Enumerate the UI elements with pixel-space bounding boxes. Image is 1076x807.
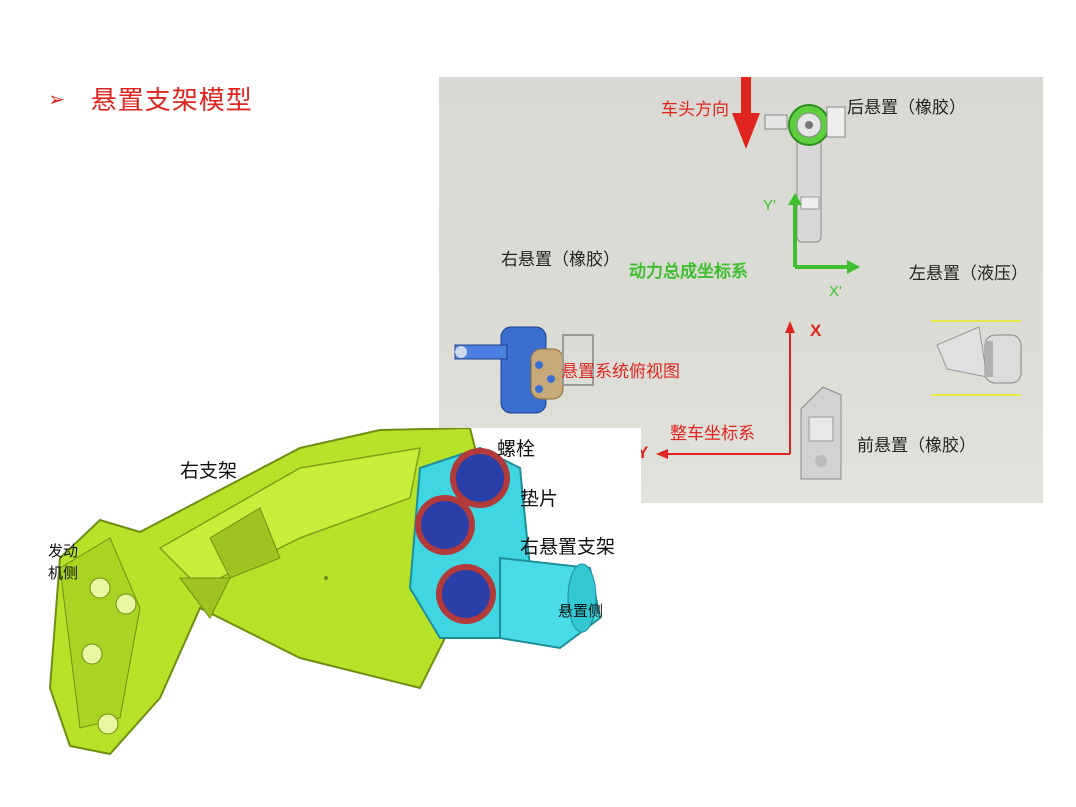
right-mount-bracket-model: 螺栓 右支架 垫片 右悬置支架 发动 机侧 悬置侧 bbox=[0, 428, 641, 807]
rear-mount-part bbox=[764, 104, 846, 243]
y-prime-label: Y' bbox=[763, 197, 776, 214]
rear-mount-label: 后悬置（橡胶） bbox=[847, 98, 966, 118]
vehicle-front-label: 车头方向 bbox=[661, 100, 729, 120]
right-mount-label: 右悬置（橡胶） bbox=[501, 250, 620, 270]
slide-title: 悬置支架模型 bbox=[90, 86, 253, 116]
engine-side-label-line1: 发动 bbox=[48, 543, 79, 560]
bullet-arrow-icon: ➢ bbox=[48, 86, 65, 111]
powertrain-cs-label: 动力总成坐标系 bbox=[629, 262, 748, 282]
front-mount-label: 前悬置（橡胶） bbox=[857, 436, 976, 456]
engine-side-label-line2: 机侧 bbox=[48, 565, 79, 582]
mount-side-label: 悬置侧 bbox=[558, 603, 604, 620]
vehicle-front-arrow-icon bbox=[732, 77, 760, 149]
slide-heading: ➢ 悬置支架模型 bbox=[48, 80, 253, 117]
washer-label: 垫片 bbox=[520, 489, 559, 510]
right-mount-bracket-label: 右悬置支架 bbox=[520, 537, 616, 558]
vehicle-cs-label: 整车坐标系 bbox=[670, 424, 755, 444]
powertrain-axes bbox=[788, 193, 860, 274]
bracket-drawing bbox=[48, 428, 602, 756]
x-prime-label: X' bbox=[829, 283, 842, 300]
left-mount-label: 左悬置（液压） bbox=[909, 264, 1028, 284]
bolt-label: 螺栓 bbox=[497, 439, 536, 460]
front-mount-part bbox=[800, 386, 842, 480]
x-axis-label: X bbox=[810, 321, 822, 340]
right-mount-part bbox=[454, 326, 594, 414]
top-view-drawing bbox=[454, 77, 1022, 480]
vehicle-axes bbox=[656, 321, 795, 459]
system-top-view-label: 悬置系统俯视图 bbox=[561, 362, 680, 382]
bolt-group bbox=[415, 448, 510, 624]
y-axis-label: Y bbox=[637, 443, 649, 462]
left-mount-part bbox=[931, 320, 1022, 396]
right-bracket-label: 右支架 bbox=[180, 461, 238, 482]
